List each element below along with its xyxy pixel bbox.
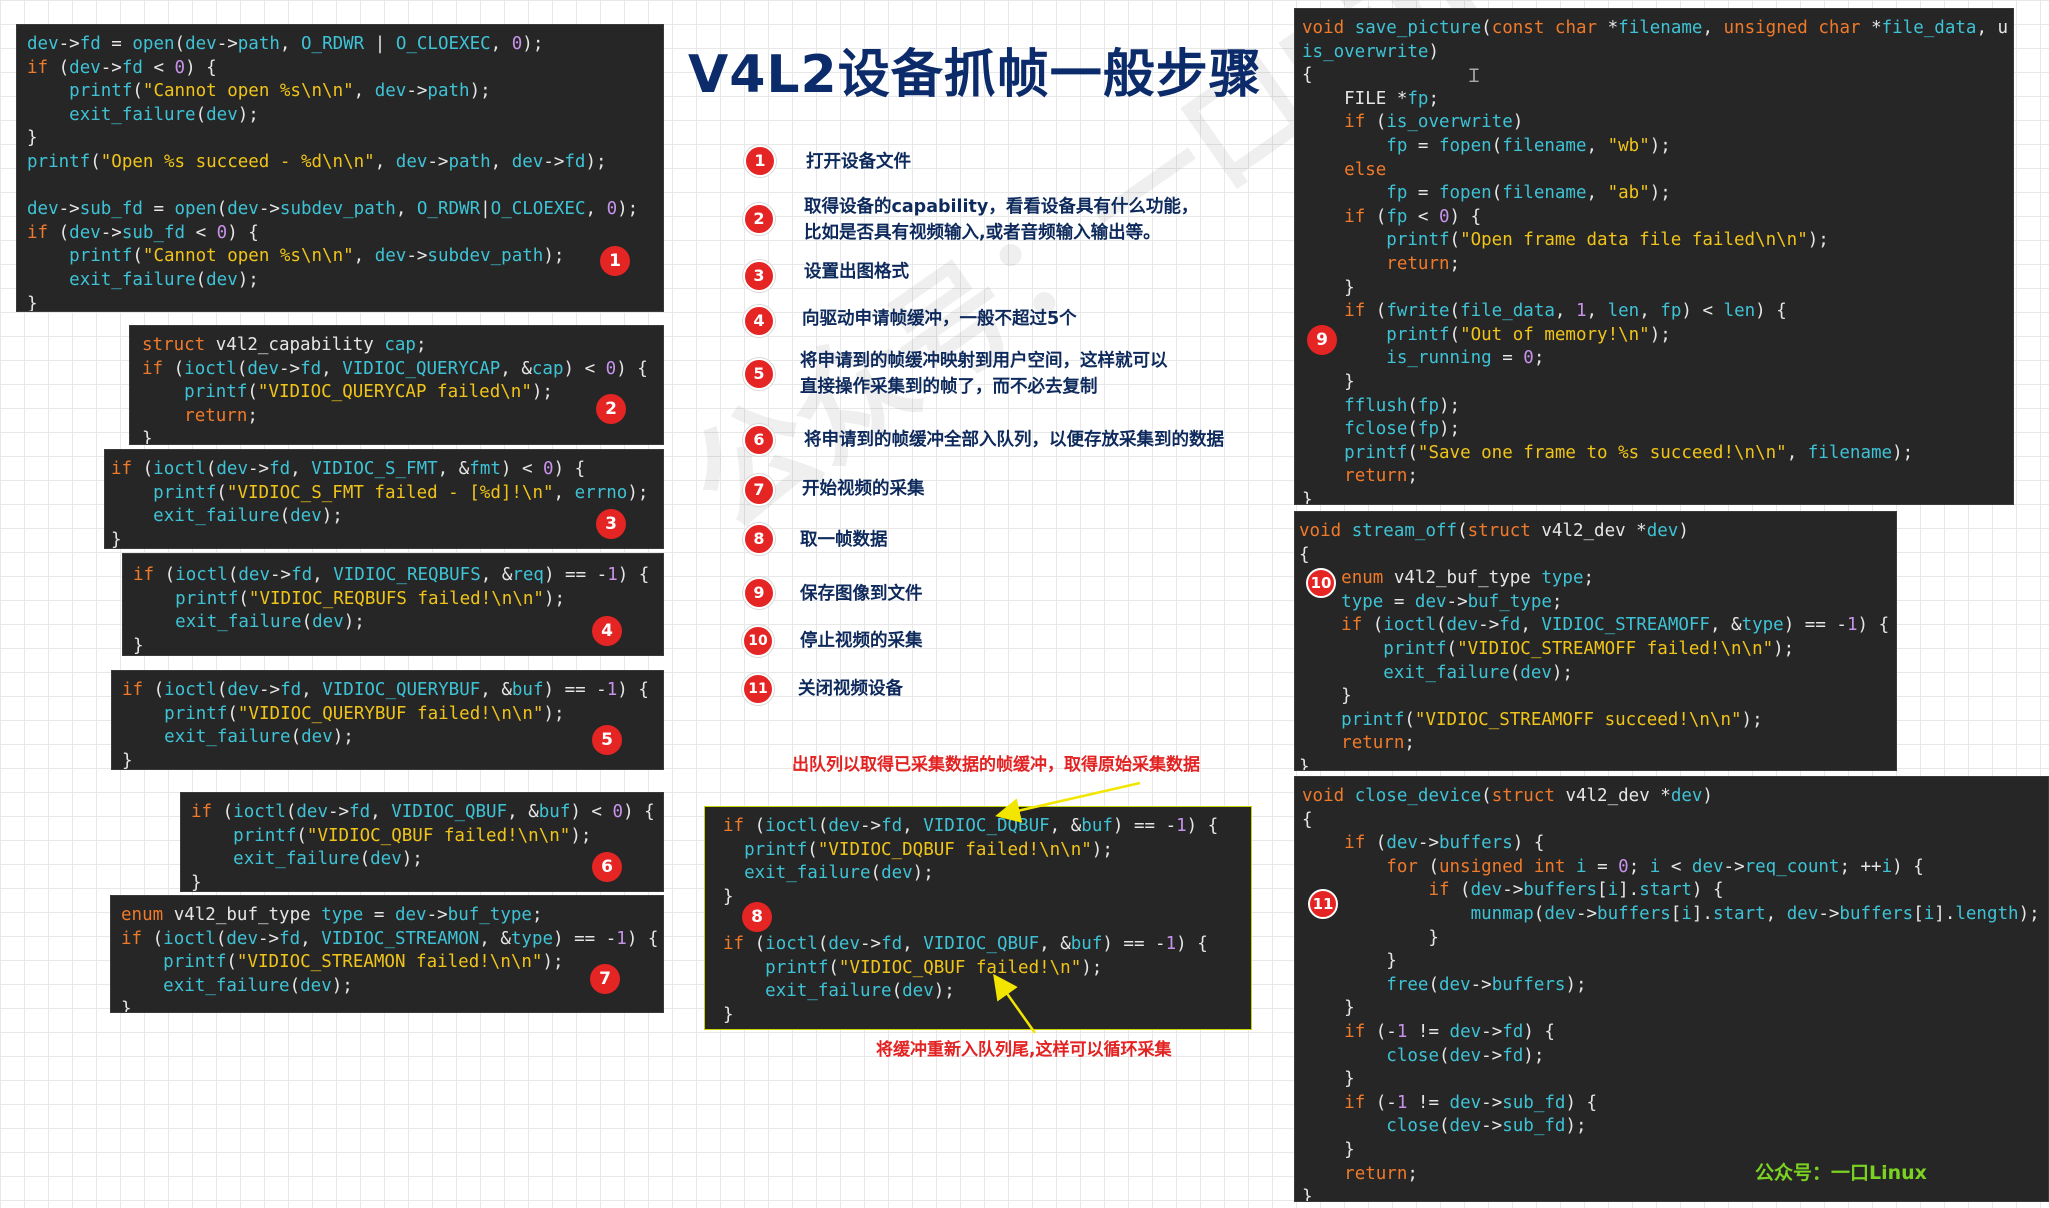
step-badge-10: 10: [1306, 568, 1336, 598]
code-block-reqbufs: if (ioctl(dev->fd, VIDIOC_REQBUFS, &req)…: [122, 553, 664, 656]
step-1-text: 打开设备文件: [806, 152, 911, 172]
step-badge-11: 11: [1308, 889, 1338, 919]
code-block-querybuf: if (ioctl(dev->fd, VIDIOC_QUERYBUF, &buf…: [111, 670, 664, 770]
code-block-stream-off: void stream_off(struct v4l2_dev *dev){ e…: [1294, 511, 1897, 771]
step-4-text: 向驱动申请帧缓冲，一般不超过5个: [802, 309, 1077, 329]
step-5-text-line2: 直接操作采集到的帧了，而不必去复制: [800, 377, 1098, 397]
step-11-badge: 11: [742, 673, 774, 705]
annotation-qbuf: 将缓冲重新入队列尾,这样可以循环采集: [876, 1040, 1172, 1060]
footer-watermark: 公众号：一口Linux: [1755, 1162, 1927, 1184]
text-cursor-icon: Ｉ: [1465, 66, 1483, 87]
step-8-text: 取一帧数据: [800, 530, 888, 550]
step-7-badge: 7: [743, 474, 775, 506]
step-badge-5: 5: [592, 725, 622, 755]
step-9-badge: 9: [743, 577, 775, 609]
step-5-text: 将申请到的帧缓冲映射到用户空间，这样就可以: [800, 351, 1168, 371]
step-2-text: 取得设备的capability，看看设备具有什么功能，: [804, 197, 1199, 217]
code-block-querycap: struct v4l2_capability cap;if (ioctl(dev…: [129, 325, 664, 445]
step-badge-2: 2: [596, 394, 626, 424]
step-6-text: 将申请到的帧缓冲全部入队列，以便存放采集到的数据: [804, 430, 1224, 450]
step-8-badge: 8: [743, 523, 775, 555]
code-block-close-device: void close_device(struct v4l2_dev *dev){…: [1294, 776, 2049, 1202]
code-block-set-format: if (ioctl(dev->fd, VIDIOC_S_FMT, &fmt) <…: [104, 449, 664, 549]
annotation-dqbuf: 出队列以取得已采集数据的帧缓冲，取得原始采集数据: [792, 755, 1200, 775]
step-2-text-line2: 比如是否具有视频输入,或者音频输入输出等。: [804, 223, 1161, 243]
step-2-badge: 2: [743, 203, 775, 235]
step-1-badge: 1: [744, 145, 776, 177]
page-title: V4L2设备抓帧一般步骤: [688, 45, 1262, 105]
step-4-badge: 4: [743, 305, 775, 337]
step-badge-3: 3: [596, 509, 626, 539]
code-block-streamon: enum v4l2_buf_type type = dev->buf_type;…: [110, 895, 664, 1013]
step-badge-6: 6: [592, 852, 622, 882]
step-10-text: 停止视频的采集: [800, 631, 923, 651]
step-10-badge: 10: [742, 625, 774, 657]
step-7-text: 开始视频的采集: [802, 479, 925, 499]
step-badge-4: 4: [592, 616, 622, 646]
step-badge-9: 9: [1307, 325, 1337, 355]
step-5-badge: 5: [743, 358, 775, 390]
step-badge-7: 7: [590, 964, 620, 994]
code-block-open-device: dev->fd = open(dev->path, O_RDWR | O_CLO…: [16, 24, 664, 312]
step-badge-1: 1: [600, 246, 630, 276]
step-3-badge: 3: [743, 260, 775, 292]
code-block-dqbuf-qbuf: if (ioctl(dev->fd, VIDIOC_DQBUF, &buf) =…: [704, 806, 1252, 1030]
code-block-qbuf: if (ioctl(dev->fd, VIDIOC_QBUF, &buf) < …: [180, 792, 664, 892]
code-block-save-picture: void save_picture(const char *filename, …: [1294, 8, 2014, 505]
step-3-text: 设置出图格式: [804, 262, 909, 282]
step-badge-8: 8: [742, 902, 772, 932]
step-9-text: 保存图像到文件: [800, 584, 923, 604]
step-6-badge: 6: [743, 424, 775, 456]
step-11-text: 关闭视频设备: [798, 679, 903, 699]
